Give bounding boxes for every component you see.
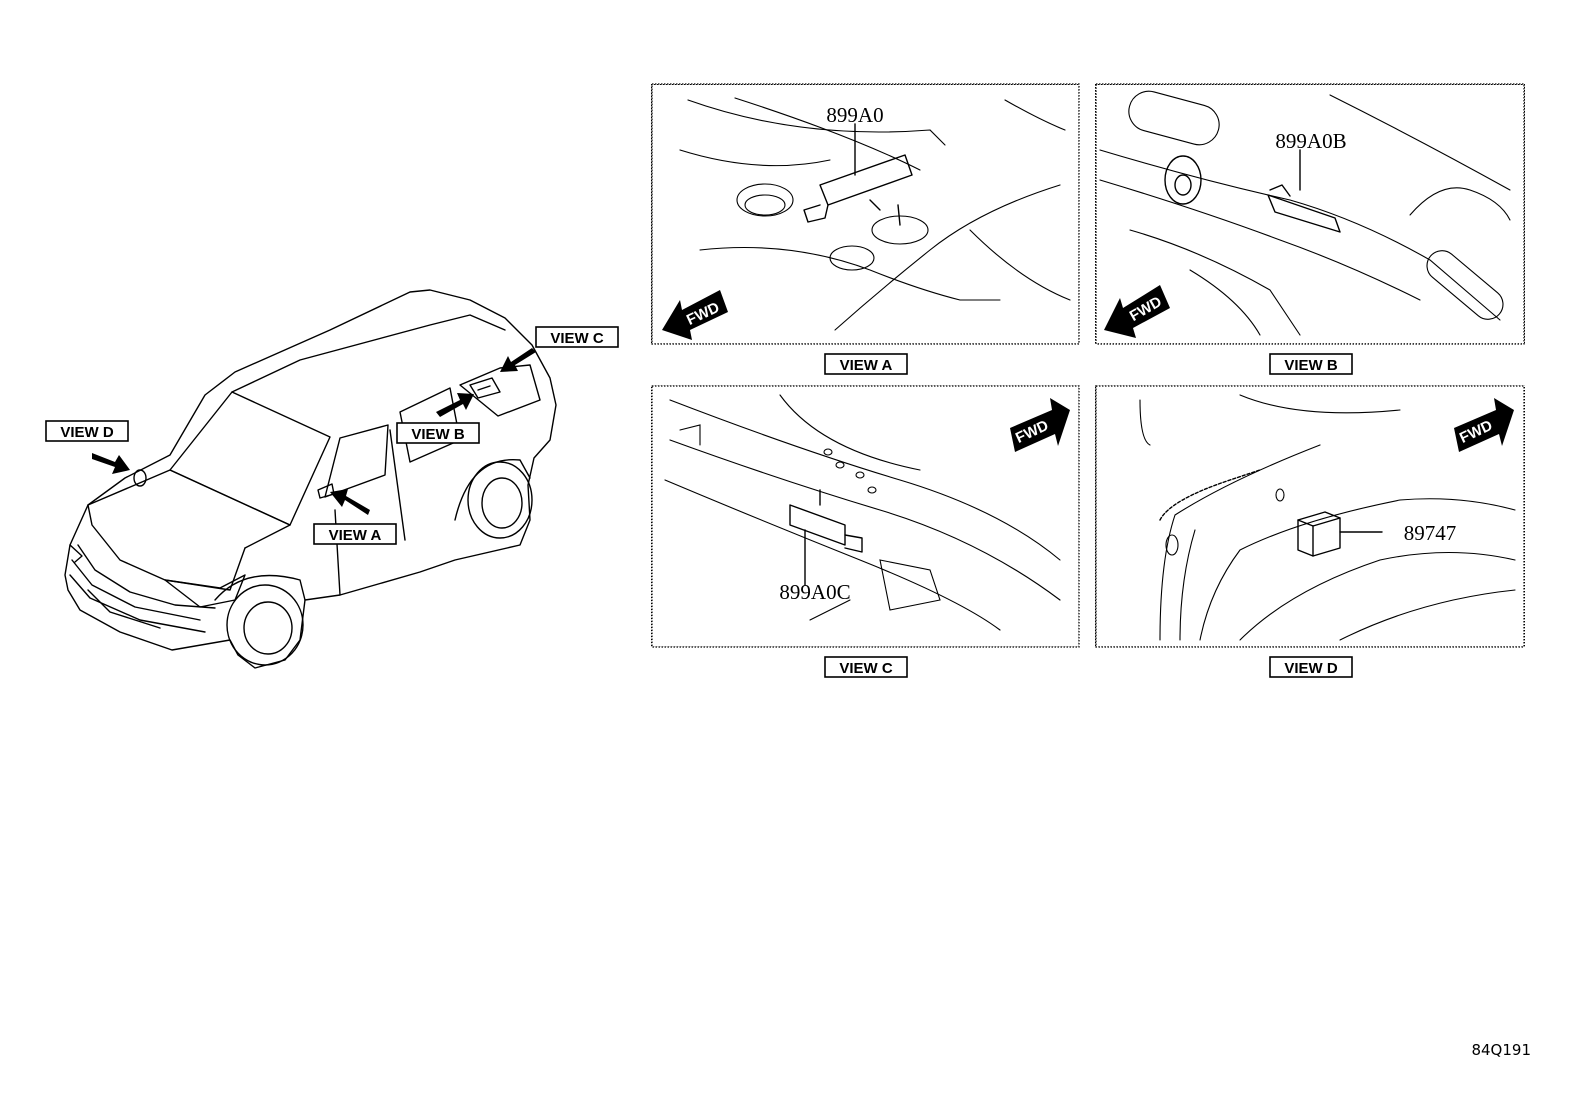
overview-label-view-d: VIEW D [45,420,129,442]
caption-view-b: VIEW B [1269,353,1353,375]
overview-label-view-a: VIEW A [313,523,397,545]
caption-view-d: VIEW D [1269,656,1353,678]
panel-b-part-number: 899A0B [1275,129,1346,153]
panel-view-d: 89747 FWD [1095,385,1525,648]
panel-a-part-number: 899A0 [826,103,883,127]
caption-view-a: VIEW A [824,353,908,375]
overview-label-view-c: VIEW C [535,326,619,348]
panel-view-b: 899A0B FWD [1095,83,1525,345]
caption-view-d-text: VIEW D [1284,660,1338,677]
panel-b-fwd-arrow: FWD [1104,285,1170,338]
panel-d-part-number: 89747 [1404,521,1457,545]
overview-label-view-b: VIEW B [396,422,480,444]
caption-view-b-text: VIEW B [1284,357,1338,374]
panel-a-fwd-arrow: FWD [662,290,728,340]
overview-label-view-c-text: VIEW C [550,330,604,347]
figure-code: 84Q191 [1471,1041,1531,1059]
caption-view-c-text: VIEW C [839,660,893,677]
panel-d-fwd-arrow: FWD [1454,398,1514,452]
panel-c-fwd-arrow: FWD [1010,398,1070,452]
caption-view-a-text: VIEW A [840,357,893,374]
overview-label-view-d-text: VIEW D [60,424,114,441]
overview-label-view-b-text: VIEW B [411,426,465,443]
vehicle-overview [64,289,557,669]
panel-c-part-number: 899A0C [779,580,850,604]
overview-label-view-a-text: VIEW A [329,527,382,544]
panel-view-a: 899A0 FWD [651,83,1080,345]
caption-view-c: VIEW C [824,656,908,678]
panel-view-c: 899A0C FWD [651,385,1080,648]
